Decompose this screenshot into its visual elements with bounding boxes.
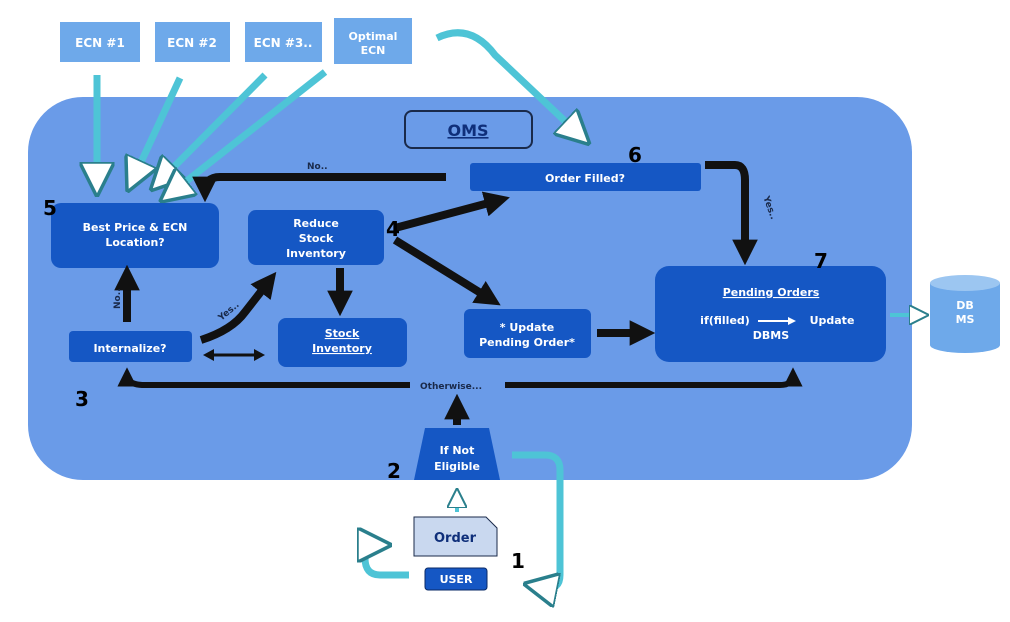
eligible-to-user-arrow	[512, 451, 564, 588]
dbms-cylinder: DB MS	[930, 275, 1000, 353]
stock-inventory-node: Stock Inventory	[278, 318, 407, 367]
user-node: USER	[424, 567, 488, 591]
reduce-stock-label-3: Inventory	[286, 247, 346, 260]
optimal-ecn-label-1: Optimal	[349, 30, 398, 43]
step-2: 2	[387, 459, 401, 483]
bottom-cyan-arrows	[365, 451, 564, 588]
ecn-2-arrow	[130, 76, 184, 186]
filled-yes-arrow	[705, 161, 758, 266]
ecn-2-tab: ECN #2	[155, 22, 230, 62]
pending-orders-dbms: DBMS	[753, 329, 789, 342]
otherwise-label: Otherwise...	[420, 382, 482, 392]
otherwise-right-arrow	[505, 367, 803, 388]
dbms-label-1: DB	[956, 299, 974, 312]
stock-inventory-label-2: Inventory	[312, 342, 372, 355]
ecn-3-label: ECN #3..	[254, 36, 313, 50]
update-pending-label-2: Pending Order*	[479, 336, 575, 349]
oms-title-box: OMS	[404, 110, 533, 149]
internalize-node: Internalize?	[69, 331, 192, 362]
ecn-cyan-arrows	[97, 29, 585, 198]
user-loop-arrow	[365, 545, 409, 579]
stock-inventory-label-1: Stock	[325, 327, 360, 340]
step-3: 3	[75, 387, 89, 411]
pending-orders-title: Pending Orders	[723, 286, 820, 299]
reduce-to-update-arrow	[392, 236, 501, 306]
order-node: Order	[413, 516, 498, 557]
order-label: Order	[434, 531, 477, 546]
dbms-label-2: MS	[956, 313, 975, 326]
optimal-ecn-label-2: ECN	[361, 44, 386, 57]
filled-no-arrow	[192, 173, 446, 203]
best-price-label-1: Best Price & ECN	[83, 221, 188, 234]
optimal-to-filled-arrow	[435, 29, 585, 140]
step-5: 5	[43, 196, 57, 220]
if-not-eligible-label-1: If Not	[440, 444, 475, 457]
step-1: 1	[511, 549, 525, 573]
black-arrows	[114, 161, 803, 425]
internalize-label: Internalize?	[93, 342, 166, 355]
pending-orders-if: if(filled)	[700, 314, 750, 327]
reduce-stock-node: Reduce Stock Inventory	[248, 210, 384, 265]
reduce-to-filled-arrow	[393, 191, 510, 232]
ecn-3-tab: ECN #3..	[245, 22, 322, 62]
update-pending-node: * Update Pending Order*	[464, 309, 591, 358]
pending-orders-node: Pending Orders if(filled) Update DBMS	[655, 266, 886, 362]
internalize-yes-arrow	[199, 271, 277, 344]
user-label: USER	[440, 573, 473, 586]
no-top-label: No..	[307, 162, 328, 172]
best-price-node: Best Price & ECN Location?	[51, 203, 219, 268]
reduce-stock-label-1: Reduce	[293, 217, 339, 230]
step-4: 4	[386, 217, 400, 241]
if-not-eligible-node: If Not Eligible	[414, 428, 500, 480]
pending-orders-update: Update	[810, 314, 855, 327]
pending-orders-inner-arrowhead	[788, 317, 796, 325]
best-price-label-2: Location?	[105, 236, 164, 249]
ecn-1-label: ECN #1	[75, 36, 125, 50]
oms-title: OMS	[447, 121, 488, 140]
step-6: 6	[628, 143, 642, 167]
double-arrow	[203, 349, 265, 361]
step-7: 7	[814, 249, 828, 273]
optimal-ecn-arrow	[165, 69, 328, 198]
ecn-2-label: ECN #2	[167, 36, 217, 50]
otherwise-left-arrow	[117, 367, 410, 388]
optimal-ecn-tab: Optimal ECN	[334, 18, 412, 64]
no-left-label: No..	[113, 288, 123, 309]
ecn-1-tab: ECN #1	[60, 22, 140, 62]
order-filled-label: Order Filled?	[545, 172, 625, 185]
order-filled-node: Order Filled?	[470, 163, 701, 191]
reduce-stock-label-2: Stock	[299, 232, 334, 245]
if-not-eligible-label-2: Eligible	[434, 460, 480, 473]
update-pending-label-1: * Update	[500, 321, 554, 334]
